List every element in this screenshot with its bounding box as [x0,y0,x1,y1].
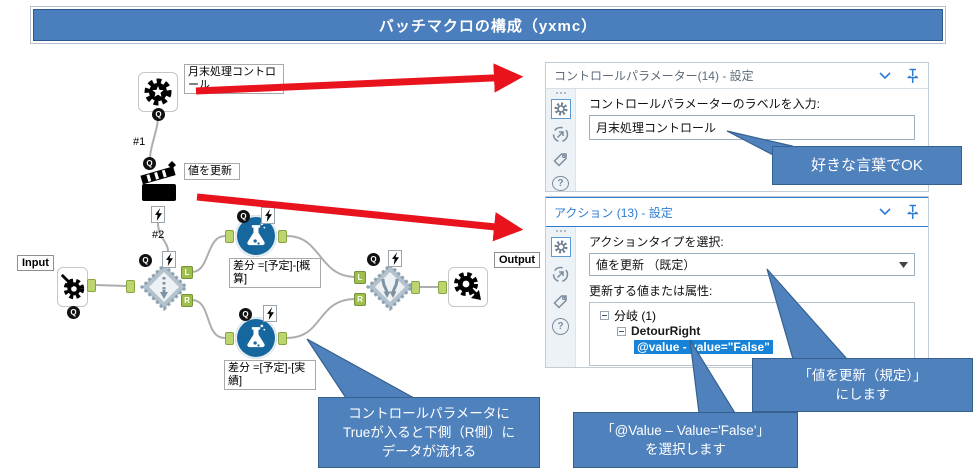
gear-star-icon [144,78,172,106]
action-panel-icon-strip: ? [546,227,576,367]
output-in-anchor[interactable] [438,281,447,294]
action-type-dropdown[interactable]: 値を更新 （既定） [589,253,915,276]
action-panel-title: アクション (13) - 設定 [554,205,673,220]
tree-row[interactable]: @value - value="False" [634,339,914,355]
circle-arrow-icon [552,266,569,282]
annotation-tab-button[interactable] [551,151,571,169]
action-panel: アクション (13) - 設定 [545,196,929,368]
navigation-tab-button[interactable] [551,264,571,284]
lightning-anchor-icon[interactable] [151,206,165,223]
flask-icon [247,222,266,246]
tree-row[interactable]: 分岐 (1) [600,307,914,323]
formula-top-label: 差分 =[予定]-[概算] [229,258,321,288]
action-tool[interactable] [138,155,182,210]
detour-end-icon [365,262,415,312]
drag-handle-icon[interactable] [555,230,566,232]
control-panel-icon-strip: ? [546,89,576,191]
formula-tool-bottom[interactable] [235,317,277,359]
clapperboard-icon [140,161,176,201]
formula-top-in-anchor[interactable] [225,230,234,243]
q-anchor-badge[interactable]: Q [143,157,156,170]
control-parameter-label: 月末処理コントロール [184,64,284,94]
circle-arrow-icon [552,127,569,143]
detour-tool[interactable] [139,262,189,316]
action-type-value: 値を更新 （既定） [596,258,696,272]
callout-update-value: 「値を更新（規定）」 にします [752,358,973,412]
drag-handle-icon[interactable] [555,92,566,94]
navigation-tab-button[interactable] [551,126,571,144]
control-parameter-tool[interactable] [138,72,178,112]
update-values-tree: 分岐 (1) DetourRight @value - value="False… [589,302,915,366]
formula-bottom-out-anchor[interactable] [278,332,287,345]
q-anchor-badge[interactable]: Q [152,108,165,121]
q-anchor-badge[interactable]: Q [139,254,152,267]
dropdown-caret-icon [899,261,908,268]
gear-icon [554,102,567,116]
detour-right-anchor[interactable]: R [181,294,193,307]
control-parameter-value: 月末処理コントロール [596,121,717,135]
detour-in-anchor[interactable] [126,280,135,293]
detour-end-out-anchor[interactable] [411,281,420,294]
control-panel-title: コントロールパラメーター(14) - 設定 [554,69,754,83]
gear-arrow-out-icon [454,272,481,300]
control-parameter-prompt: コントロールパラメーターのラベルを入力: [589,97,820,111]
lightning-anchor-icon[interactable] [162,251,176,268]
macro-input-tool[interactable] [57,267,88,307]
update-values-prompt: 更新する値または属性: [589,284,713,298]
input-out-anchor[interactable] [87,279,96,292]
control-panel-header[interactable]: コントロールパラメーター(14) - 設定 [546,63,928,89]
tag-icon [553,153,567,167]
q-anchor-badge[interactable]: Q [367,253,380,266]
formula-bottom-label: 差分 =[予定]-[実績] [224,360,316,390]
gear-icon [554,240,567,254]
collapse-icon[interactable] [600,310,609,320]
tree-node-branch[interactable]: 分岐 (1) [614,308,657,323]
configuration-tab-button[interactable] [550,237,571,257]
detour-left-anchor[interactable]: L [181,266,193,279]
tag-icon [553,294,567,309]
pin-icon[interactable] [905,68,920,84]
help-button[interactable]: ? [552,175,569,191]
macro-input-label: Input [17,255,54,271]
lightning-anchor-icon[interactable] [261,207,275,224]
action-tool-label: 値を更新 [184,163,240,180]
page-title: バッチマクロの構成（yxmc） [33,9,943,41]
lightning-anchor-icon[interactable] [388,250,402,267]
collapse-icon[interactable] [617,326,626,336]
callout-data-flow: コントロールパラメータに Trueが入ると下側（R側）に データが流れる [318,397,540,468]
detour-end-tool[interactable] [365,262,415,316]
flask-icon [247,324,266,348]
tree-node-value-selected[interactable]: @value - value="False" [634,340,773,354]
title-bar-frame: バッチマクロの構成（yxmc） [30,6,946,44]
q-anchor-badge[interactable]: Q [67,306,80,319]
detour-end-right-anchor[interactable]: R [354,293,366,306]
help-button[interactable]: ? [552,318,569,335]
pin-icon[interactable] [905,204,920,220]
tree-row[interactable]: DetourRight [617,323,914,339]
macro-output-tool[interactable] [448,267,488,307]
callout-select-value: 「@Value – Value='False'」 を選択します [573,412,798,468]
connection-1-label: #1 [133,136,146,148]
formula-bottom-in-anchor[interactable] [225,332,234,345]
control-parameter-input[interactable]: 月末処理コントロール [589,115,915,140]
annotation-tab-button[interactable] [551,291,571,311]
q-anchor-badge[interactable]: Q [237,210,250,223]
formula-top-out-anchor[interactable] [278,230,287,243]
callout-free-word: 好きな言葉でOK [772,146,962,185]
macro-output-label: Output [494,252,541,268]
detour-end-left-anchor[interactable]: L [354,271,366,284]
lightning-anchor-icon[interactable] [263,305,277,322]
chevron-down-icon[interactable] [879,208,891,216]
q-anchor-badge[interactable]: Q [239,308,252,321]
connection-2-label: #2 [152,229,165,241]
action-type-prompt: アクションタイプを選択: [589,235,724,249]
chevron-down-icon[interactable] [879,71,891,80]
configuration-tab-button[interactable] [550,99,571,119]
detour-icon [139,262,189,312]
action-panel-header[interactable]: アクション (13) - 設定 [546,197,928,227]
tree-node-detour-right[interactable]: DetourRight [631,324,701,338]
gear-arrow-in-icon [60,273,84,300]
